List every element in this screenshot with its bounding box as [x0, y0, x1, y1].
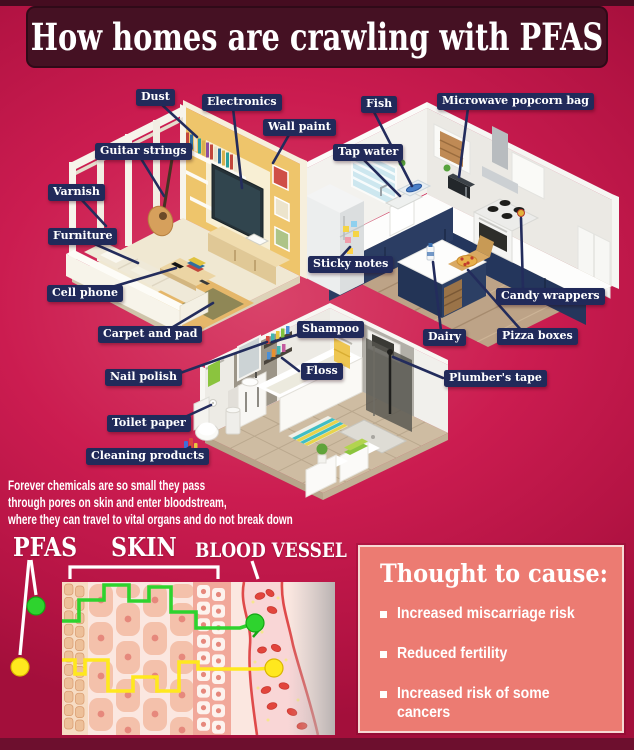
label-furniture: Furniture [48, 228, 118, 245]
bath-rug-illustration [288, 416, 348, 446]
label-pizza-boxes: Pizza boxes [497, 328, 578, 345]
microwave-illustration [448, 173, 475, 199]
toilet-illustration [193, 396, 219, 441]
bullet-square-icon [380, 651, 387, 658]
label-fish: Fish [361, 96, 398, 113]
cause-item: Reduced fertility [380, 644, 606, 663]
label-floss: Floss [301, 363, 343, 380]
pfas-molecule-green [245, 613, 265, 633]
guitar-illustration [147, 152, 175, 237]
skin-bracket [68, 565, 220, 579]
tv-console-illustration [208, 226, 290, 285]
label-carpet-and-pad: Carpet and pad [98, 326, 203, 343]
plant-illustration [316, 443, 328, 455]
candy-illustration [517, 209, 525, 217]
description-line: where they can travel to vital organs an… [8, 512, 293, 527]
bottom-border-bar [0, 738, 634, 750]
kitchen-island-illustration [396, 235, 494, 318]
sticky-note [347, 248, 353, 254]
sticky-note [345, 237, 351, 243]
page-title: How homes are crawling with PFAS [30, 15, 604, 59]
pizza [456, 255, 478, 267]
label-cleaning-products: Cleaning products [86, 448, 210, 465]
blood-vessel-heading: BLOOD VESSEL [195, 538, 347, 562]
description-line: Forever chemicals are so small they pass [8, 478, 206, 493]
coffee-table-illustration [160, 257, 216, 291]
towel-illustration [208, 360, 220, 387]
cause-text: Reduced fertility [397, 645, 508, 662]
description-line: through pores on skin and enter bloodstr… [8, 495, 227, 510]
sticky-note [351, 221, 357, 227]
trash-bin-illustration [225, 406, 241, 435]
picture-frame [272, 163, 289, 192]
description: Forever chemicals are so small they pass… [8, 477, 293, 528]
cause-text: Increased miscarriage risk [397, 605, 575, 622]
label-electronics: Electronics [202, 94, 282, 111]
sticky-note [343, 226, 349, 232]
label-plumbers-tape: Plumber's tape [444, 370, 547, 387]
causes-heading: Thought to cause: [380, 559, 608, 588]
pfas-molecule-yellow [264, 658, 284, 678]
label-toilet-paper: Toilet paper [107, 415, 191, 432]
pfas-molecule-green [26, 596, 46, 616]
cause-item: Increased miscarriage risk [380, 604, 606, 623]
picture-frame [274, 195, 290, 223]
cell-phone-illustration [171, 262, 184, 269]
label-candy-wrappers: Candy wrappers [496, 288, 605, 305]
label-shampoo: Shampoo [297, 321, 365, 338]
label-microwave-popcorn-bag: Microwave popcorn bag [437, 93, 594, 110]
bathroom-shelves-illustration [264, 326, 292, 365]
label-dairy: Dairy [423, 329, 467, 346]
label-dust: Dust [136, 89, 175, 106]
fridge-illustration [306, 184, 365, 295]
causes-panel: Thought to cause: Increased miscarriage … [358, 545, 624, 733]
label-tap-water: Tap water [333, 144, 404, 161]
pfas-heading: PFAS [13, 533, 78, 563]
skin-diagram [10, 559, 335, 735]
pfas-path-yellow [62, 658, 273, 693]
bullet-square-icon [380, 611, 387, 618]
label-guitar-strings: Guitar strings [95, 143, 192, 160]
plant-illustration [443, 164, 451, 172]
pfas-molecule-yellow [10, 657, 30, 677]
skin-heading: SKIN [111, 533, 177, 563]
bullet-square-icon [380, 691, 387, 698]
tv-illustration [211, 163, 264, 244]
title-banner: How homes are crawling with PFAS [26, 6, 608, 68]
label-cell-phone: Cell phone [47, 285, 123, 302]
label-wall-paint: Wall paint [263, 119, 336, 136]
cause-text: Increased risk of some cancers [397, 685, 550, 721]
sticky-note [353, 231, 359, 237]
picture-frame [274, 225, 290, 253]
bath-stools-illustration [305, 438, 380, 498]
label-nail-polish: Nail polish [105, 369, 182, 386]
cause-item: Increased risk of some cancers [380, 684, 606, 722]
top-border-bar [0, 0, 634, 6]
label-sticky-notes: Sticky notes [308, 256, 394, 273]
label-varnish: Varnish [48, 184, 105, 201]
pfas-path-green [62, 583, 253, 630]
